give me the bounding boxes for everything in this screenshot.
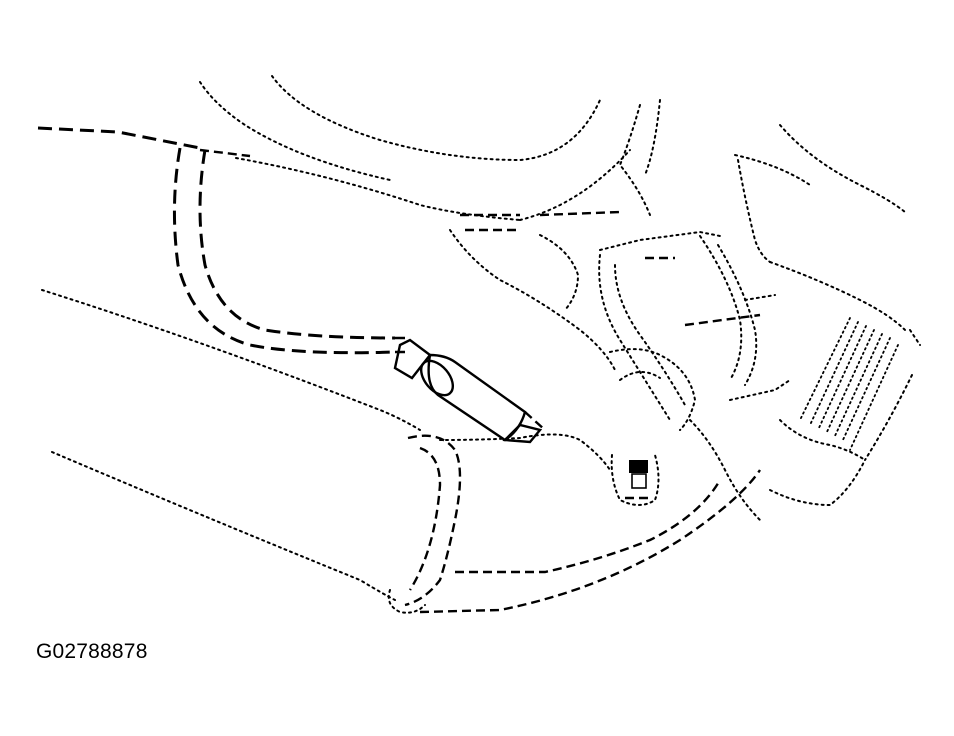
connector-plug <box>610 454 660 506</box>
upper-edge-line <box>37 126 201 150</box>
flange-bracket <box>449 210 791 521</box>
figure-id-label: G02788878 <box>36 640 148 663</box>
exhaust-pipe <box>41 289 761 614</box>
right-frame <box>734 124 906 331</box>
sensor-body <box>393 338 546 444</box>
heat-shield <box>769 317 921 507</box>
upper-edge-line-continuation <box>199 148 251 158</box>
upper-body-panel <box>199 75 661 221</box>
hose-assembly <box>172 147 405 355</box>
